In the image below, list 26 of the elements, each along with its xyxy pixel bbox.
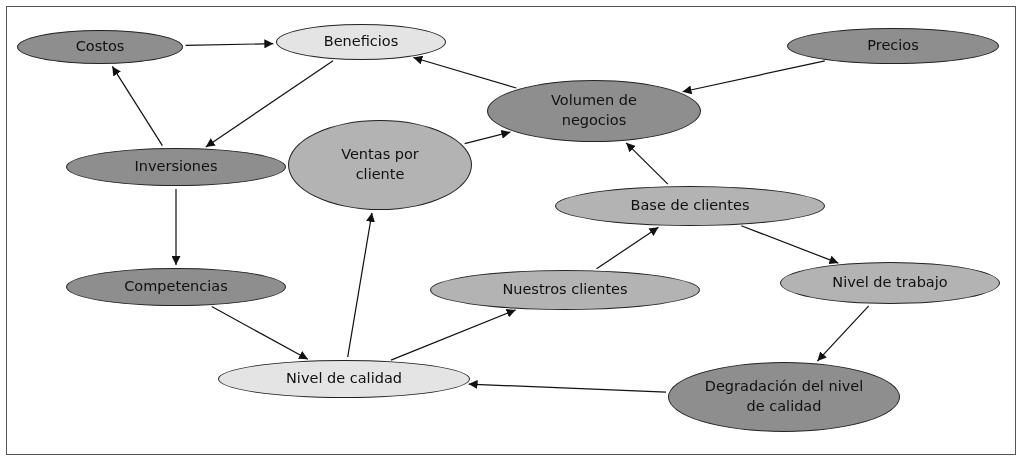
arrow <box>205 60 334 148</box>
arrow <box>595 226 660 270</box>
node-label: Beneficios <box>322 32 400 52</box>
node-label: Costos <box>74 37 126 57</box>
node-label: Competencias <box>123 277 229 297</box>
node-label: Nivel de calidad <box>285 369 403 389</box>
arrow <box>347 212 375 358</box>
node-label: Degradación del nivel de calidad <box>703 377 865 416</box>
node-label: Nivel de trabajo <box>831 273 949 293</box>
arrow <box>464 129 511 145</box>
node-label: Ventas por cliente <box>340 145 420 184</box>
arrow <box>625 142 669 185</box>
arrow <box>111 65 164 147</box>
arrow <box>185 39 274 49</box>
arrow <box>468 379 667 393</box>
arrow <box>681 60 826 95</box>
arrow <box>816 305 870 362</box>
arrow <box>211 305 309 360</box>
arrow <box>390 309 517 361</box>
node-label: Base de clientes <box>629 196 751 216</box>
node-label: Nuestros clientes <box>501 280 629 300</box>
node-label: Precios <box>866 36 920 56</box>
node-label: Inversiones <box>133 157 219 177</box>
node-label: Volumen de negocios <box>550 91 638 130</box>
arrow <box>171 188 181 266</box>
arrow <box>412 55 517 89</box>
